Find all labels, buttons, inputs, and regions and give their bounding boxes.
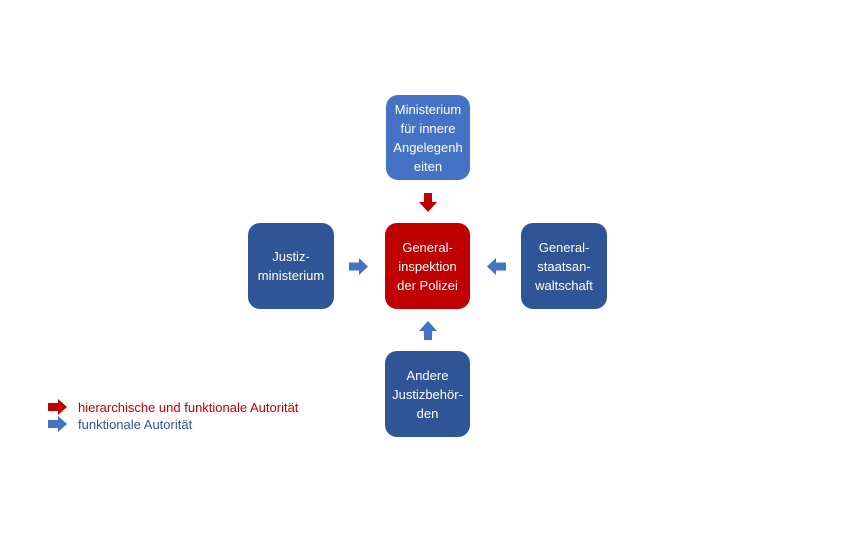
- node-label: Ministerium für innere Angelegenh eiten: [393, 101, 463, 174]
- legend-item-hierarchical: hierarchische und funktionale Autorität: [48, 399, 298, 415]
- node-label: General- inspektion der Polizei: [397, 239, 458, 293]
- legend-red-arrow-icon: [48, 399, 67, 415]
- arrow-up-functional-icon: [419, 321, 437, 340]
- node-label: Andere Justizbehör- den: [392, 367, 463, 421]
- legend-label-functional: funktionale Autorität: [78, 416, 193, 432]
- node-label: Justiz- ministerium: [257, 249, 325, 283]
- legend-item-functional: funktionale Autorität: [48, 416, 192, 432]
- arrow-right-functional-icon: [349, 258, 368, 275]
- arrow-down-hierarchical-icon: [419, 193, 437, 212]
- node-andere-justizbehoerden: Andere Justizbehör- den: [385, 351, 470, 437]
- legend-blue-arrow-icon: [48, 416, 67, 432]
- node-generalinspektion-polizei: General- inspektion der Polizei: [385, 223, 470, 309]
- node-ministerium-innere-angelegenheiten: Ministerium für innere Angelegenh eiten: [386, 95, 470, 180]
- node-generalstaatsanwaltschaft: General- staatsan- waltschaft: [521, 223, 607, 309]
- node-label: General- staatsan- waltschaft: [535, 239, 593, 293]
- arrow-left-functional-icon: [487, 258, 506, 275]
- node-justizministerium: Justiz- ministerium: [248, 223, 334, 309]
- legend-label-hierarchical: hierarchische und funktionale Autorität: [78, 399, 299, 415]
